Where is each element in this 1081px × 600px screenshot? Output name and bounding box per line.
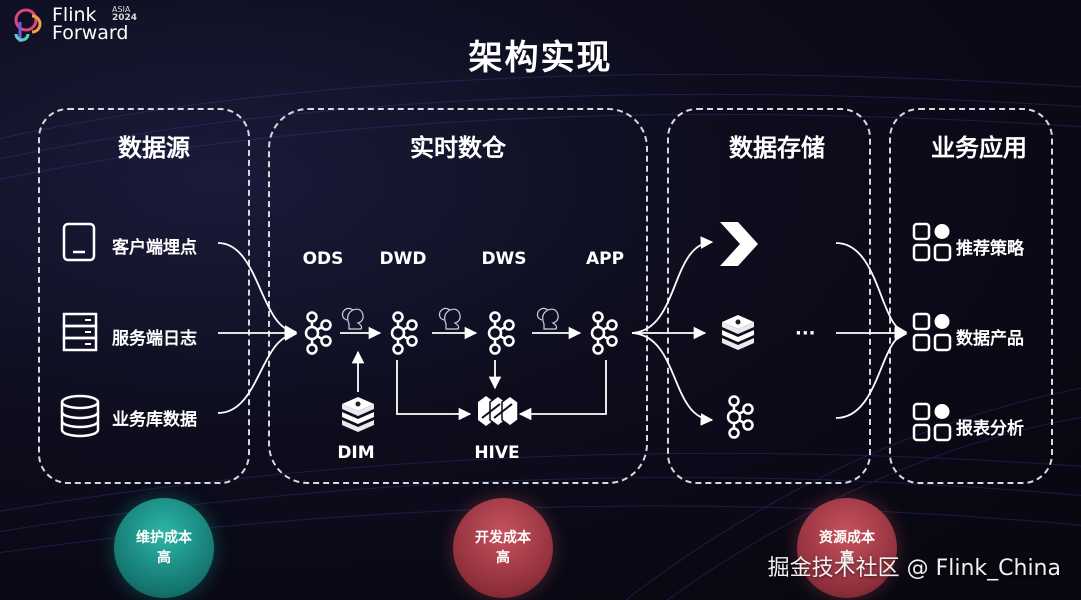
panel-business-apps — [889, 108, 1053, 484]
stage-label-dws: DWS — [481, 249, 527, 269]
app-grid-icon-3 — [912, 402, 952, 442]
cost-maintenance-circle: 维护成本高 — [114, 498, 214, 598]
kafka-app-icon — [590, 311, 618, 355]
stage-label-dwd: DWD — [379, 249, 427, 269]
logo-event: ASIA 2024 — [112, 5, 138, 23]
app-item-data-product: 数据产品 — [956, 329, 1024, 349]
redis-storage-icon — [722, 315, 754, 350]
logo-event-name: ASIA — [112, 5, 131, 14]
database-icon — [60, 394, 100, 438]
flink-icon-1 — [341, 307, 364, 330]
stage-label-ods: ODS — [302, 249, 344, 269]
flink-icon-2 — [438, 307, 461, 330]
kafka-dws-icon — [487, 311, 515, 355]
flink-icon-3 — [536, 307, 559, 330]
source-item-business-db: 业务库数据 — [112, 410, 197, 430]
panel-realtime-warehouse — [268, 108, 648, 484]
server-icon — [62, 312, 98, 352]
cost-development-label: 开发成本高 — [475, 530, 531, 566]
app-grid-icon-2 — [912, 312, 952, 352]
panel-data-storage — [667, 108, 871, 484]
redis-dim-icon — [342, 397, 374, 432]
watermark: 掘金技术社区 @ Flink_China — [767, 556, 1061, 581]
storage-engine-icon — [720, 222, 758, 266]
source-item-server-logs: 服务端日志 — [112, 329, 197, 349]
cost-resource-label: 资源成本高 — [819, 530, 875, 566]
kafka-ods-icon — [304, 311, 332, 355]
dim-label: DIM — [337, 443, 375, 463]
cost-maintenance-label: 维护成本高 — [136, 530, 192, 566]
logo-event-year: 2024 — [112, 13, 138, 23]
app-item-recommendation: 推荐策略 — [956, 239, 1024, 259]
panel-title-source: 数据源 — [118, 134, 190, 162]
kafka-dwd-icon — [390, 311, 418, 355]
tablet-icon — [62, 222, 96, 262]
panel-data-source — [38, 108, 250, 484]
flink-forward-logo — [14, 8, 42, 42]
panel-title-apps: 业务应用 — [931, 134, 1027, 162]
hive-label: HIVE — [474, 443, 520, 463]
hive-icon — [478, 395, 519, 427]
app-grid-icon-1 — [912, 222, 952, 262]
kafka-storage-icon — [726, 395, 754, 439]
storage-ellipsis: ··· — [795, 323, 816, 344]
panel-title-warehouse: 实时数仓 — [410, 134, 506, 162]
cost-resource-circle: 资源成本高 — [797, 498, 897, 598]
app-item-report-analysis: 报表分析 — [956, 419, 1024, 439]
cost-development-circle: 开发成本高 — [453, 498, 553, 598]
page-title: 架构实现 — [468, 38, 613, 78]
stage-label-app: APP — [585, 249, 625, 269]
panel-title-storage: 数据存储 — [729, 134, 825, 162]
source-item-client-tracking: 客户端埋点 — [112, 238, 197, 258]
logo-brand: Flink Forward — [52, 4, 129, 44]
